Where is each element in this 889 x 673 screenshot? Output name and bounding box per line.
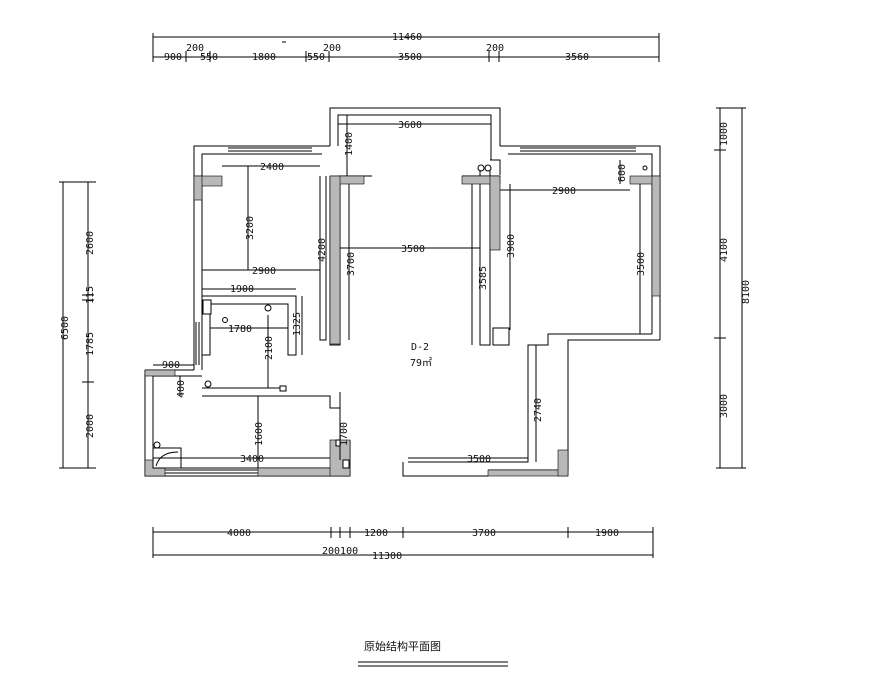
dim-2400: 2400 — [260, 162, 284, 173]
pipe-icon — [264, 304, 272, 312]
dim-1400: 1400 — [344, 132, 355, 156]
dim-3400: 3400 — [240, 454, 264, 465]
dim-4200: 4200 — [317, 238, 328, 262]
dim-900: 900 — [162, 360, 180, 371]
dim-3900: 3900 — [506, 234, 517, 258]
unit-code: D-2 — [411, 342, 429, 353]
dim-1900: 1900 — [230, 284, 254, 295]
dim-3500-bottom: 3500 — [467, 454, 491, 465]
pipe-icon — [642, 165, 648, 171]
dim-3700: 3700 — [346, 252, 357, 276]
top-dim-200-c: 200 — [486, 43, 504, 54]
structural-columns — [144, 175, 661, 477]
left-dim-2600: 2600 — [85, 231, 96, 255]
top-dim-550-a: 550 — [200, 52, 218, 63]
dim-2900-right: 2900 — [552, 186, 576, 197]
bottom-dim-4000: 4000 — [227, 528, 251, 539]
right-dim-4100: 4100 — [719, 238, 730, 262]
floor-drain-icon — [222, 317, 228, 323]
fixtures — [152, 164, 648, 469]
dim-3200: 3200 — [245, 216, 256, 240]
water-heater-curve — [155, 451, 179, 467]
pipe-icon — [153, 441, 161, 449]
pipe-icon — [484, 164, 492, 172]
dim-3500-right: 3500 — [636, 252, 647, 276]
bottom-dim-200100: 200100 — [322, 546, 358, 557]
left-dimension-chain: 6500 2600 115 1785 2000 — [59, 181, 96, 469]
dim-400: 400 — [176, 380, 187, 398]
top-dim-900: 900 — [164, 52, 182, 63]
dim-2900-left: 2900 — [252, 266, 276, 277]
bottom-dim-1200: 1200 — [364, 528, 388, 539]
drawing-title-block: 原始结构平面图 — [358, 639, 508, 667]
unit-area: 79㎡ — [410, 357, 432, 369]
dim-1325: 1325 — [292, 312, 303, 336]
shaft-box-left — [202, 299, 212, 315]
dim-3500-center: 3500 — [401, 244, 425, 255]
top-dim-3560: 3560 — [565, 52, 589, 63]
wall-outline — [144, 107, 661, 477]
interior-dimension-lines — [153, 115, 641, 468]
drawing-title: 原始结构平面图 — [364, 639, 441, 653]
dim-1700: 1700 — [339, 422, 350, 446]
right-dim-3000: 3000 — [719, 394, 730, 418]
left-dim-1785: 1785 — [85, 332, 96, 356]
right-dim-1000: 1000 — [719, 122, 730, 146]
top-dim-200-a: 200 — [186, 43, 204, 54]
left-total-dimension: 6500 — [60, 316, 71, 340]
small-box — [342, 459, 350, 469]
shaft-box-right — [492, 327, 510, 346]
pipe-icon — [477, 164, 485, 172]
left-dim-2000: 2000 — [85, 414, 96, 438]
interior-dimension-texts: 3600 1400 2400 3200 4200 3700 3500 2900 … — [162, 120, 647, 465]
dim-2740: 2740 — [533, 398, 544, 422]
top-dim-1800: 1800 — [252, 52, 276, 63]
small-box — [279, 385, 287, 392]
top-dim-200-b: 200 — [323, 43, 341, 54]
dim-2100: 2100 — [264, 336, 275, 360]
bottom-dim-3700: 3700 — [472, 528, 496, 539]
dim-1780: 1780 — [228, 324, 252, 335]
pipe-icon — [204, 380, 212, 388]
top-total-dimension: 11460 — [392, 32, 422, 43]
left-dim-115: 115 — [85, 286, 96, 304]
top-dim-550-b: 550 — [307, 52, 325, 63]
dim-600: 600 — [617, 164, 628, 182]
right-total-dimension: 8100 — [741, 280, 752, 304]
right-dimension-chain: 1000 4100 3000 8100 — [714, 107, 752, 469]
unit-label: D-2 79㎡ — [410, 342, 432, 369]
dim-1600: 1600 — [254, 422, 265, 446]
top-dimension-chain: 11460 200 200 200 900 550 1800 550 3500 … — [152, 32, 660, 63]
dim-3600: 3600 — [398, 120, 422, 131]
bottom-total-dimension: 11300 — [372, 551, 402, 562]
dim-3585: 3585 — [478, 266, 489, 290]
top-dim-3500: 3500 — [398, 52, 422, 63]
bottom-dim-1900: 1900 — [595, 528, 619, 539]
bottom-dimension-chain: 4000 1200 3700 1900 200100 11300 — [152, 527, 654, 562]
